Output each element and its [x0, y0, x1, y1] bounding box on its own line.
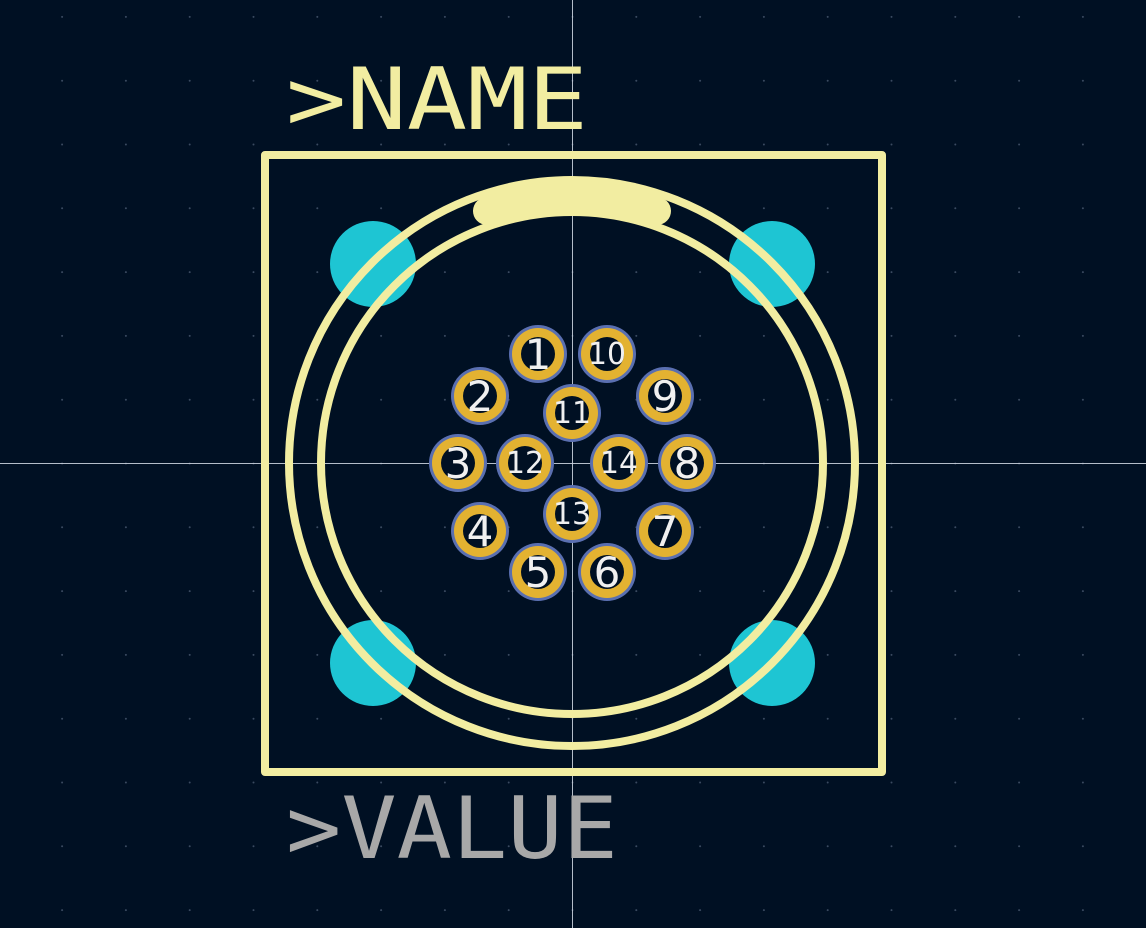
pad-drill-hole: [555, 396, 589, 430]
pad-number-label: 1: [525, 330, 552, 379]
pad-number-label: 4: [467, 507, 494, 556]
pad-8[interactable]: 8: [658, 434, 716, 492]
footprint-value-label[interactable]: >VALUE: [286, 779, 618, 879]
pad-number-label: 3: [445, 439, 472, 488]
pad-drill-hole: [463, 514, 497, 548]
pad-11[interactable]: 11: [543, 384, 601, 442]
pad-1[interactable]: 1: [509, 325, 567, 383]
pad-number-label: 6: [594, 548, 621, 597]
silkscreen-outline-square[interactable]: [261, 151, 886, 776]
pad-number-label: 9: [652, 372, 679, 421]
pad-drill-hole: [441, 446, 475, 480]
pad-5[interactable]: 5: [509, 543, 567, 601]
pad-number-label: 5: [525, 548, 552, 597]
pad-12[interactable]: 12: [496, 434, 554, 492]
pad-4[interactable]: 4: [451, 502, 509, 560]
pad-9[interactable]: 9: [636, 367, 694, 425]
footprint-name-label[interactable]: >NAME: [286, 50, 588, 150]
grid-dots: [61, 15, 1084, 912]
pad-drill-hole: [555, 497, 589, 531]
pad-number-label: 12: [506, 446, 544, 481]
pad-number-label: 10: [588, 337, 626, 372]
silkscreen-layer: [261, 151, 886, 776]
pad-drill-hole: [521, 337, 555, 371]
pad-drill-hole: [590, 555, 624, 589]
pad-13[interactable]: 13: [543, 485, 601, 543]
pad-drill-hole: [648, 514, 682, 548]
pad-drill-hole: [590, 337, 624, 371]
pad-number-label: 2: [467, 372, 494, 421]
pad-drill-hole: [602, 446, 636, 480]
pad-10[interactable]: 10: [578, 325, 636, 383]
pad-number-label: 7: [652, 507, 679, 556]
pad-3[interactable]: 3: [429, 434, 487, 492]
pad-drill-hole: [670, 446, 704, 480]
pad-number-label: 11: [553, 396, 591, 431]
pad-6[interactable]: 6: [578, 543, 636, 601]
pad-7[interactable]: 7: [636, 502, 694, 560]
pad-14[interactable]: 14: [590, 434, 648, 492]
pad-drill-hole: [648, 379, 682, 413]
pad-number-label: 13: [553, 497, 591, 532]
pad-number-label: 14: [600, 446, 638, 481]
pad-number-label: 8: [674, 439, 701, 488]
pad-drill-hole: [521, 555, 555, 589]
pad-drill-hole: [463, 379, 497, 413]
pad-2[interactable]: 2: [451, 367, 509, 425]
silkscreen-key-notch[interactable]: [473, 180, 671, 225]
silkscreen-outer-circle[interactable]: [285, 176, 859, 750]
silkscreen-inner-circle[interactable]: [317, 208, 827, 718]
pad-drill-hole: [508, 446, 542, 480]
